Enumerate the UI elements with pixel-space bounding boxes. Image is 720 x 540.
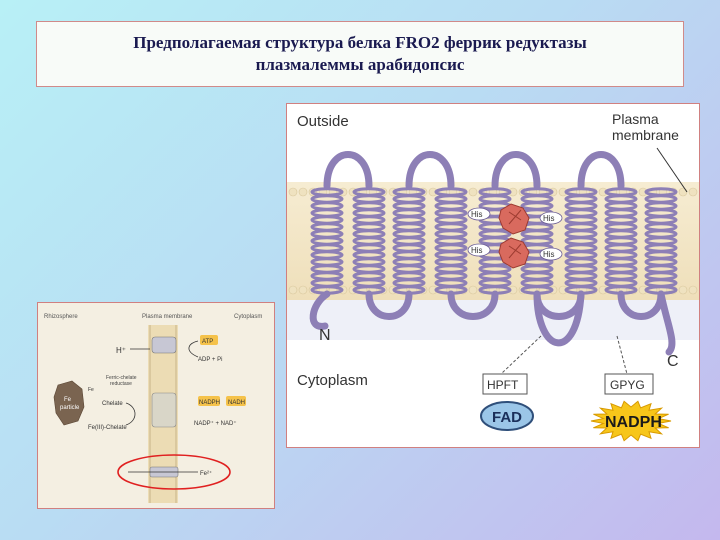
protein-loop (323, 151, 373, 190)
his-badge-4 (539, 247, 563, 261)
helix-turn (644, 285, 678, 295)
lipid-head (298, 285, 308, 295)
hpft-label: HPFT (487, 378, 519, 392)
fe3-chelate-label: Fe(III)-Chelate (88, 425, 127, 431)
atpase-pump (151, 336, 177, 354)
nadph-label: NADPH (605, 414, 662, 431)
plasma-label: Plasma (612, 111, 659, 127)
protein-loop (365, 290, 413, 320)
helix-turn (604, 285, 638, 295)
helix-turn (564, 285, 598, 295)
gpyg-box (604, 373, 654, 395)
helix-turn (434, 285, 468, 295)
atp-label: ATP (202, 339, 213, 345)
nadph-small-label: NADPH (199, 400, 220, 406)
protein-loop (657, 290, 676, 356)
lipid-head (288, 285, 298, 295)
nadph-box (198, 396, 220, 406)
helix-turn (352, 285, 386, 295)
title-line-2: плазмалеммы арабидопсис (255, 55, 465, 74)
fro2-protein (309, 151, 678, 356)
reductase-label-2: reductase (110, 381, 132, 387)
heme-group-1 (498, 203, 530, 235)
hpft-pointer (500, 335, 542, 375)
membrane-pointer (656, 147, 688, 193)
atp-box (200, 335, 218, 345)
helix-turn (478, 285, 512, 295)
protein-loop (533, 290, 585, 347)
helix-turn (520, 285, 554, 295)
lipid-head (678, 187, 688, 197)
reductase-protein (151, 392, 177, 428)
adp-label: ADP + Pi (198, 357, 222, 363)
fe-particle-label-2: particle (60, 405, 80, 411)
lipid-head (688, 187, 698, 197)
main-figure-panel: Outside Plasma membrane N C Cytoplasm Hi… (286, 103, 700, 448)
his-badge-3 (467, 243, 491, 257)
col-label-plasma-membrane: Plasma membrane (142, 314, 193, 320)
chelate-cycle-arrow (125, 402, 136, 426)
nadh-small-label: NADH (228, 400, 245, 406)
protein-loop (405, 151, 455, 190)
his-badge-2 (539, 211, 563, 225)
nadp-small-label: NADP⁺ + NAD⁺ (194, 420, 237, 427)
gpyg-pointer (616, 335, 628, 375)
atp-arrow (188, 340, 199, 358)
his-label-4: His (543, 250, 555, 259)
fro2-topology-svg: Outside Plasma membrane N C Cytoplasm Hi… (287, 104, 699, 447)
fad-badge (480, 401, 534, 431)
small-figure-panel: Rhizosphere Plasma membrane Cytoplasm AT… (37, 302, 275, 509)
fad-label: FAD (492, 409, 522, 426)
h-plus-label: H⁺ (116, 346, 126, 355)
title-box: Предполагаемая структура белка FRO2 ферр… (36, 21, 684, 87)
hpft-box (482, 373, 528, 395)
membrane-label: membrane (612, 127, 679, 143)
helix-turn (310, 285, 344, 295)
nadh-box (226, 396, 246, 406)
lipid-head (468, 285, 478, 295)
lipid-head (688, 285, 698, 295)
col-label-rhizosphere: Rhizosphere (44, 314, 78, 320)
small-figure-svg: Rhizosphere Plasma membrane Cytoplasm AT… (38, 303, 274, 508)
his-label-2: His (543, 214, 555, 223)
his-label-1: His (471, 210, 483, 219)
highlight-circle (117, 454, 231, 490)
lipid-head (298, 187, 308, 197)
protein-loop (447, 290, 499, 320)
his-badge-1 (467, 207, 491, 221)
fe-left-label: Fe (88, 387, 94, 393)
fe2-label: Fe²⁺ (200, 470, 212, 477)
helix-turn (392, 285, 426, 295)
c-terminus-label: C (667, 353, 679, 370)
outside-label: Outside (297, 113, 349, 130)
title-line-1: Предполагаемая структура белка FRO2 ферр… (133, 33, 587, 52)
n-terminus-label: N (319, 327, 331, 344)
protein-loop (491, 151, 541, 190)
lipid-head (288, 187, 298, 197)
nadph-badge (590, 400, 672, 442)
chelate-label: Chelate (102, 401, 123, 407)
heme-group-2 (498, 237, 530, 269)
col-label-cytoplasm: Cytoplasm (234, 314, 262, 320)
fe-particle-label-1: Fe (64, 397, 72, 403)
protein-loop (577, 151, 625, 190)
lipid-head (468, 187, 478, 197)
fe-particle-shape (53, 380, 85, 426)
lipid-head (678, 285, 688, 295)
protein-loop (309, 290, 331, 330)
gpyg-label: GPYG (610, 378, 645, 392)
his-label-3: His (471, 246, 483, 255)
cytoplasm-label: Cytoplasm (297, 372, 368, 389)
reductase-label-1: Ferric-chelate (106, 375, 137, 381)
